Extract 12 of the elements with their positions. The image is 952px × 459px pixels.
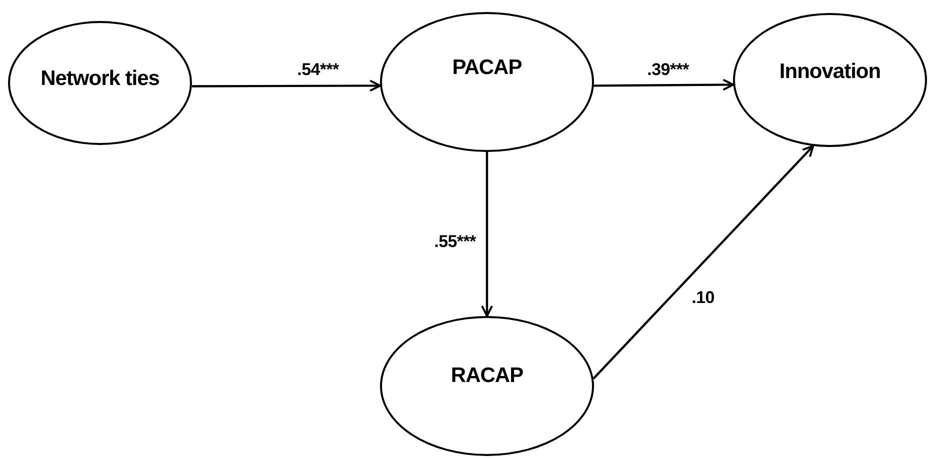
variable-name: PACAP	[452, 56, 522, 80]
path-coefficient: .39***	[647, 60, 689, 80]
path-coefficient: .54***	[297, 60, 339, 80]
arrow	[192, 80, 382, 92]
arrow	[592, 144, 814, 380]
arrow	[594, 78, 734, 91]
variable-name: RACAP	[450, 364, 524, 388]
path-coefficient: .55***	[434, 232, 476, 252]
variable-name: Innovation	[779, 60, 881, 84]
variable-name: Network ties	[40, 67, 160, 91]
path-coefficient: .10	[692, 288, 714, 308]
arrow	[481, 152, 493, 317]
